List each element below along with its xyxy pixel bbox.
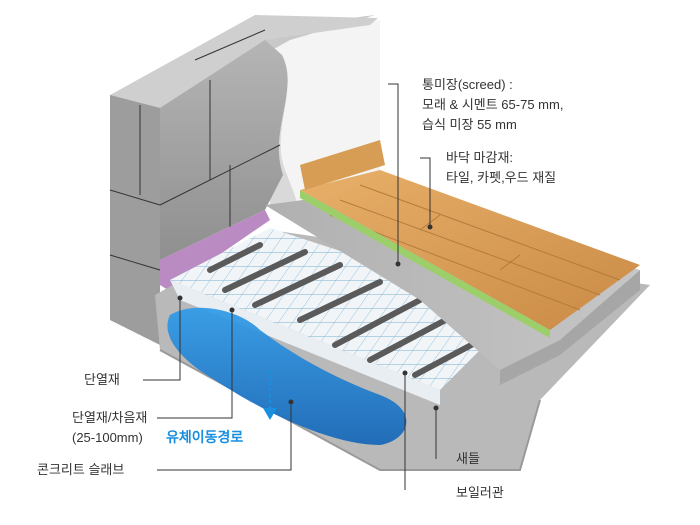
- screed-label-line2: 모래 & 시멘트 65-75 mm,: [422, 97, 564, 112]
- skirting-board: [300, 140, 385, 190]
- insulation-label: 단열재: [84, 372, 120, 387]
- clips-label: 새들: [456, 451, 480, 466]
- boiler-pipe-label: 보일러관: [456, 485, 504, 500]
- edge-insulation-strip: [160, 210, 270, 290]
- floor-finish-label-line2: 타일, 카펫,우드 재질: [446, 170, 557, 185]
- concrete-slab-label: 콘크리트 슬래브: [37, 462, 125, 477]
- leader-lines: [143, 83, 439, 490]
- floor-finish-label-line1: 바닥 마감재:: [446, 150, 514, 165]
- screed-label-line3: 습식 미장 55 mm: [422, 117, 517, 132]
- brick-wall: [109, 15, 378, 345]
- acoustic-insulation-label-line1: 단열재/차음재: [72, 410, 148, 425]
- fluid-flow-label: 유체이동경로: [166, 429, 244, 445]
- insulation-board: [170, 228, 520, 390]
- fluid-flow-shape: [167, 307, 407, 445]
- acoustic-insulation-label-line2: (25-100mm): [72, 430, 143, 445]
- screed-label-line1: 통미장(screed) :: [422, 77, 513, 92]
- wood-flooring: [300, 170, 640, 330]
